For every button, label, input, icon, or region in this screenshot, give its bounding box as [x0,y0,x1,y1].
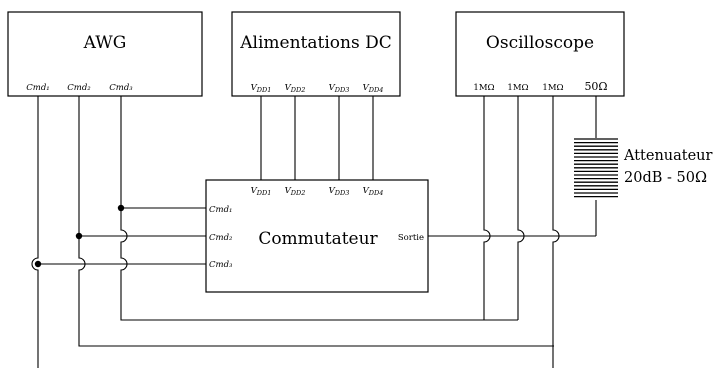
awg-box [7,11,203,97]
oscilloscope-box [455,11,625,97]
junction-dot-cmd2 [75,232,83,240]
oscilloscope-title: Oscilloscope [486,33,594,53]
attenuator-label: Attenuateur [623,148,713,164]
scope-port-1m-b: 1MΩ [507,83,528,93]
switch-port-sortie: Sortie [398,233,424,243]
awg-port-cmd3: Cmd₃ [109,83,133,93]
dc-port-vdd1: VDD1 [251,83,272,94]
dc-port-vdd3: VDD3 [329,83,350,94]
wire-cmd2-loop [78,96,554,347]
attenuator-spec: 20dB - 50Ω [624,170,707,186]
dc-port-vdd4: VDD4 [363,83,384,94]
dc-supply-box [231,11,401,97]
switch-port-vdd3: VDD3 [329,186,350,197]
dc-supply-title: Alimentations DC [239,33,391,53]
wire-scope-1m-b [517,96,525,320]
junction-dot-cmd1 [117,204,125,212]
switch-port-vdd4: VDD4 [363,186,384,197]
switch-port-cmd1: Cmd₁ [209,205,232,215]
wire-scope-1m-c [552,96,560,368]
commutateur-title: Commutateur [258,229,378,249]
awg-title: AWG [83,33,127,53]
attenuator-symbol [574,138,618,198]
switch-port-vdd2: VDD2 [285,186,306,197]
switch-port-cmd2: Cmd₂ [209,233,233,243]
wire-cmd1-vertical [31,96,39,368]
switch-port-vdd1: VDD1 [251,186,272,197]
dc-port-vdd2: VDD2 [285,83,306,94]
scope-port-1m-c: 1MΩ [542,83,563,93]
awg-port-cmd1: Cmd₁ [26,83,49,93]
wire-cmd3-loop [120,96,518,321]
awg-port-cmd2: Cmd₂ [67,83,91,93]
scope-port-1m-a: 1MΩ [473,83,494,93]
scope-port-50ohm: 50Ω [584,80,607,93]
commutateur-box [205,179,429,293]
junction-dot-cmd3 [34,260,42,268]
switch-port-cmd3: Cmd₃ [209,260,233,270]
wire-scope-1m-a [483,96,491,320]
